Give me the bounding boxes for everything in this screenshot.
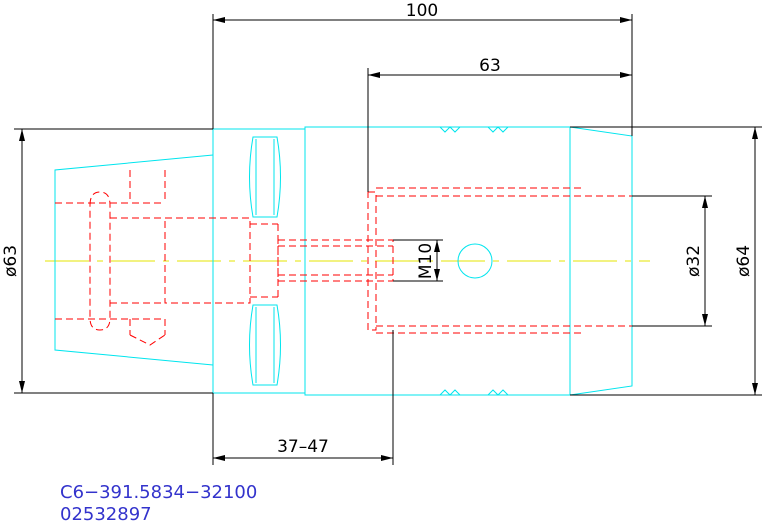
dim-d64-label: ø64: [734, 245, 754, 277]
hidden-lines: [55, 170, 632, 346]
part-code: C6−391.5834−32100: [60, 482, 257, 503]
dimension-lines: [14, 14, 762, 465]
part-number: 02532897: [60, 504, 152, 523]
part-outline: [54, 126, 633, 396]
body-outline: [304, 126, 571, 396]
dim-range-label: 37–47: [277, 437, 329, 457]
bottom-knurl: [439, 389, 509, 396]
shank-slot: [89, 191, 111, 331]
dim-100-label: 100: [406, 1, 438, 21]
taper-shank-outline: [54, 154, 214, 366]
dim-d63-label: ø63: [1, 245, 21, 277]
dim-63-label: 63: [479, 56, 501, 76]
nose-outline: [569, 126, 633, 396]
dim-d32-label: ø32: [684, 245, 704, 277]
coolant-hole: [457, 243, 493, 279]
dim-m10-label: M10: [416, 243, 436, 279]
top-knurl: [439, 126, 509, 133]
lower-groove: [249, 304, 281, 386]
upper-groove: [249, 136, 281, 218]
